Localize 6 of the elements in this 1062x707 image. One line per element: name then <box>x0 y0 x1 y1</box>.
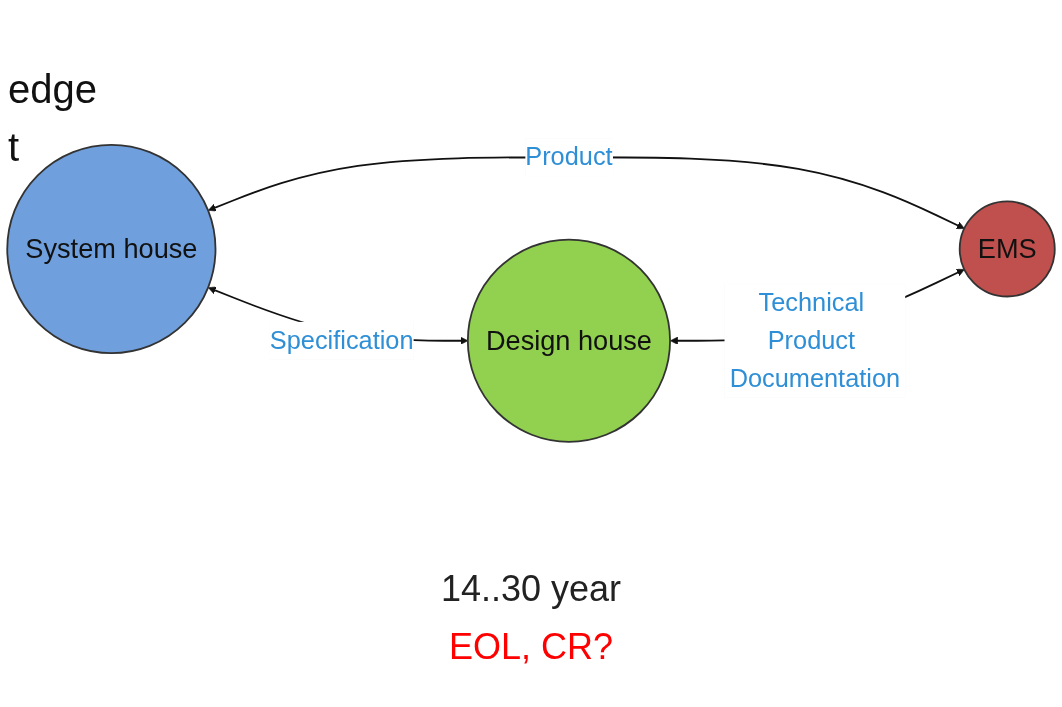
node-circle: EMS <box>958 200 1056 298</box>
node-circle: Design house <box>466 238 671 443</box>
edge-label: Product <box>525 142 613 171</box>
edge-label: Technical Product Documentation <box>729 288 901 393</box>
note-text: edge <box>8 66 97 113</box>
edge-label: Specification <box>269 326 414 355</box>
